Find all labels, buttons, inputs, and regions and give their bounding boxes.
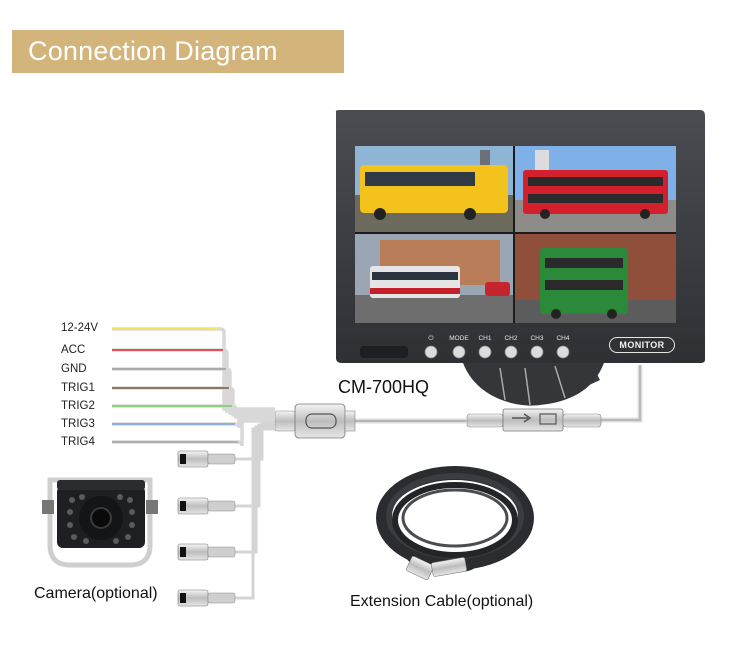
- wire-sheath-4: [112, 386, 275, 417]
- camera-cable-4: [235, 427, 275, 600]
- control-button-6[interactable]: [556, 345, 570, 359]
- camera-lens-icon: [90, 507, 112, 529]
- camera-connector-collar-3: [207, 546, 236, 558]
- button-label-3: CH1: [478, 335, 492, 342]
- ir-leds: [67, 494, 135, 544]
- wire-label-trig4: TRIG4: [61, 436, 95, 448]
- extension-connector-left: [406, 556, 434, 580]
- monitor-cable: [600, 365, 643, 423]
- extension-cable-caption: Extension Cable(optional): [350, 593, 534, 610]
- wire-sheath-5: [112, 404, 275, 419]
- control-button-4[interactable]: [504, 345, 518, 359]
- extension-connector-right: [431, 557, 467, 577]
- wire-label-trig1: TRIG1: [61, 382, 95, 394]
- button-label-6: CH4: [556, 335, 570, 342]
- camera-cable-3: [235, 425, 275, 554]
- camera-connector-tip-3: [180, 547, 186, 557]
- junction-box: [274, 403, 356, 439]
- button-label-5: CH3: [530, 335, 544, 342]
- wire-label-trig3: TRIG3: [61, 418, 95, 430]
- camera-cable-2: [235, 423, 275, 508]
- wire-label-gnd: GND: [61, 363, 87, 375]
- camera-connector-tip-4: [180, 593, 186, 603]
- wire-sheath-7: [112, 419, 275, 447]
- control-button-1[interactable]: [424, 345, 438, 359]
- monitor: [335, 110, 705, 406]
- camera: [42, 477, 158, 568]
- ir-sensor: [360, 346, 408, 358]
- double-decker-bus-icon: [523, 170, 668, 214]
- button-label-4: CH2: [504, 335, 518, 342]
- camera-cables: [177, 421, 275, 607]
- model-number: CM-700HQ: [338, 377, 430, 397]
- wire-label-trig2: TRIG2: [61, 400, 95, 412]
- wire-sheath-3: [112, 367, 275, 415]
- camera-connector-tip-2: [180, 501, 186, 511]
- extension-cable-coil: [376, 466, 534, 580]
- power-wires: [112, 327, 275, 447]
- wire-label-power: 12-24V: [61, 322, 99, 334]
- page-title: Connection Diagram: [12, 30, 344, 73]
- camera-connector-collar-1: [207, 453, 236, 465]
- camera-caption: Camera(optional): [34, 585, 158, 602]
- camera-connector-collar-4: [207, 592, 236, 604]
- control-button-5[interactable]: [530, 345, 544, 359]
- aviation-connector-pair: [466, 408, 602, 432]
- wire-sheath-1: [112, 327, 275, 411]
- screen-quad-3: [355, 234, 513, 323]
- screen-quad-2: [515, 146, 676, 232]
- button-label-1: ⏻: [428, 335, 434, 342]
- screen-quad-1: [355, 146, 513, 232]
- wire-label-acc: ACC: [61, 344, 86, 356]
- control-button-3[interactable]: [478, 345, 492, 359]
- wire-sheath-2: [112, 348, 275, 413]
- camera-bracket: [47, 477, 153, 568]
- monitor-badge: MONITOR: [609, 337, 675, 353]
- arrow-icon: [512, 413, 532, 423]
- camera-connector-tip-1: [180, 454, 186, 464]
- control-buttons: [424, 345, 570, 359]
- camera-connector-collar-2: [207, 500, 236, 512]
- control-button-2[interactable]: [452, 345, 466, 359]
- screen-quad-4: [515, 234, 676, 323]
- wire-sheath-6: [112, 417, 275, 429]
- button-label-2: MODE: [449, 335, 469, 342]
- camera-cable-1: [235, 421, 275, 461]
- monitor-stand-fan: [462, 360, 605, 406]
